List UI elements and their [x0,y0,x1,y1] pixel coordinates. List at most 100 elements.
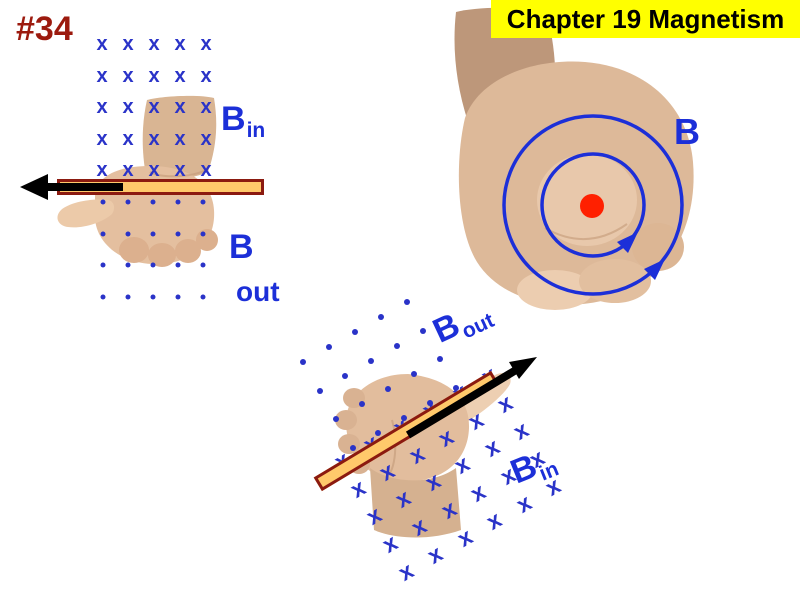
bottom-label-b-in: Bin [505,441,562,494]
slide-number: #34 [16,10,73,48]
right-thumb-tip [537,154,637,246]
left-label-b-out-line2: out [236,276,280,307]
left-field-out-of-page-symbol [200,231,206,236]
left-field-out-of-page-symbol [175,199,181,205]
left-field-into-page-symbol: x [200,159,212,181]
right-fist-thumb-out [454,7,694,310]
bottom-field-into-page-symbol: x [393,556,418,586]
bottom-field-out-of-page-symbol [384,386,391,393]
b-symbol: B [221,100,246,138]
left-field-out-of-page-symbol [150,199,156,205]
left-field-out-of-page-symbol [175,262,181,268]
left-field-out-of-page-symbol [100,294,106,299]
bottom-field-out-of-page-symbol [358,401,365,408]
left-field-out-of-page-symbol [125,294,131,299]
bottom-field-into-page-symbol: x [407,512,432,541]
left-field-out-of-page-symbol [125,199,131,205]
bottom-field-out-of-page-symbol [420,327,427,334]
left-field-into-page-symbol: x [96,64,108,87]
left-field-into-page-symbol: x [200,96,212,118]
left-field-into-page-symbol: x [122,96,134,118]
left-field-into-page-symbol: x [122,33,134,55]
bottom-field-out-of-page-symbol [394,342,401,349]
bottom-field-out-of-page-symbol [316,387,323,394]
title-text: Chapter 19 Magnetism [506,3,785,34]
left-field-into-page-symbol: x [96,33,108,55]
bottom-field-into-page-symbol: x [361,501,386,531]
current-out-of-page-dot [580,194,604,218]
left-field-into-page-symbol: x [122,64,134,87]
bottom-field-into-page-symbol: x [452,522,477,552]
right-label-b: B [674,111,700,152]
bottom-field-into-page-symbol: x [377,529,402,558]
outer-circle-arrowhead [644,259,665,280]
left-field-into-page-symbol: x [96,96,108,118]
left-field-out-of-page-symbol [150,262,156,268]
bottom-field-out-of-page-symbol [375,429,382,436]
bottom-field-into-page-symbol: x [450,450,475,480]
left-field-out-of-page-symbol [100,262,106,268]
b-subscript: in [246,119,266,143]
left-field-into-page-symbol: x [200,64,212,87]
left-field-out-of-page-symbol [200,294,206,299]
left-field-into-page-symbol: x [122,159,134,181]
bottom-field-out-of-page-symbol [401,414,408,421]
bottom-field-out-of-page-symbol [349,444,356,451]
left-field-out-of-page-symbol [125,231,131,236]
left-field-out-of-page-symbol [175,294,181,299]
left-field-into-page-symbol: x [174,33,186,55]
bottom-field-out-of-page-symbol [403,299,410,305]
bottom-field-out-of-page-symbol [351,329,358,335]
bottom-field-into-page-symbol: x [482,505,507,535]
left-field-out-of-page-symbol [200,262,206,268]
left-label-b-in: Bin [221,102,265,141]
bottom-wire-rod [313,370,500,492]
left-field-into-page-symbol: x [96,127,108,150]
b-symbol: B [427,305,466,351]
bottom-field-into-page-symbol: x [466,478,491,507]
left-wire-rod [57,179,264,195]
bottom-field-into-page-symbol: x [434,422,459,452]
left-field-into-page-symbol: x [174,64,186,87]
bottom-field-out-of-page-symbol [436,356,443,363]
left-field-into-page-symbol: x [174,96,186,118]
left-field-into-page-symbol: x [148,96,160,118]
bottom-field-into-page-symbol: x [508,416,534,446]
left-field-into-page-symbol: x [174,159,186,181]
bottom-field-out-of-page-symbol [342,372,349,379]
bottom-field-out-of-page-symbol [300,359,306,365]
bottom-field-out-of-page-symbol [368,357,375,364]
left-field-into-page-symbol: x [96,159,108,181]
bottom-field-into-page-symbol: x [463,405,488,435]
bottom-field-into-page-symbol: x [479,433,504,463]
left-field-into-page-symbol: x [200,127,212,150]
bottom-field-out-of-page-symbol [325,344,332,350]
inner-circle-arrowhead [617,232,638,253]
title-banner: Chapter 19 Magnetism [491,0,800,38]
bottom-field-into-page-symbol: x [404,439,429,469]
bottom-field-into-page-symbol: x [511,488,536,518]
left-label-b-out-line1: B [229,228,254,266]
bottom-field-into-page-symbol: x [375,456,400,486]
left-field-out-of-page-symbol [100,231,106,236]
left-field-out-of-page-symbol [150,294,156,299]
b-symbol: B [505,446,543,492]
bottom-field-into-page-symbol: x [391,484,416,514]
bottom-label-b-out: Bout [427,293,498,353]
left-field-out-of-page-symbol [150,231,156,236]
right-field-circles [502,114,684,296]
left-field-out-of-page-symbol [100,199,106,205]
bottom-field-into-page-symbol: x [436,495,461,524]
left-field-out-of-page-symbol [125,262,131,268]
left-field-into-page-symbol: x [148,64,160,87]
left-field-into-page-symbol: x [148,33,160,55]
left-field-into-page-symbol: x [148,159,160,181]
bottom-field-into-page-symbol: x [423,539,448,569]
left-hand-thumb [57,199,115,228]
